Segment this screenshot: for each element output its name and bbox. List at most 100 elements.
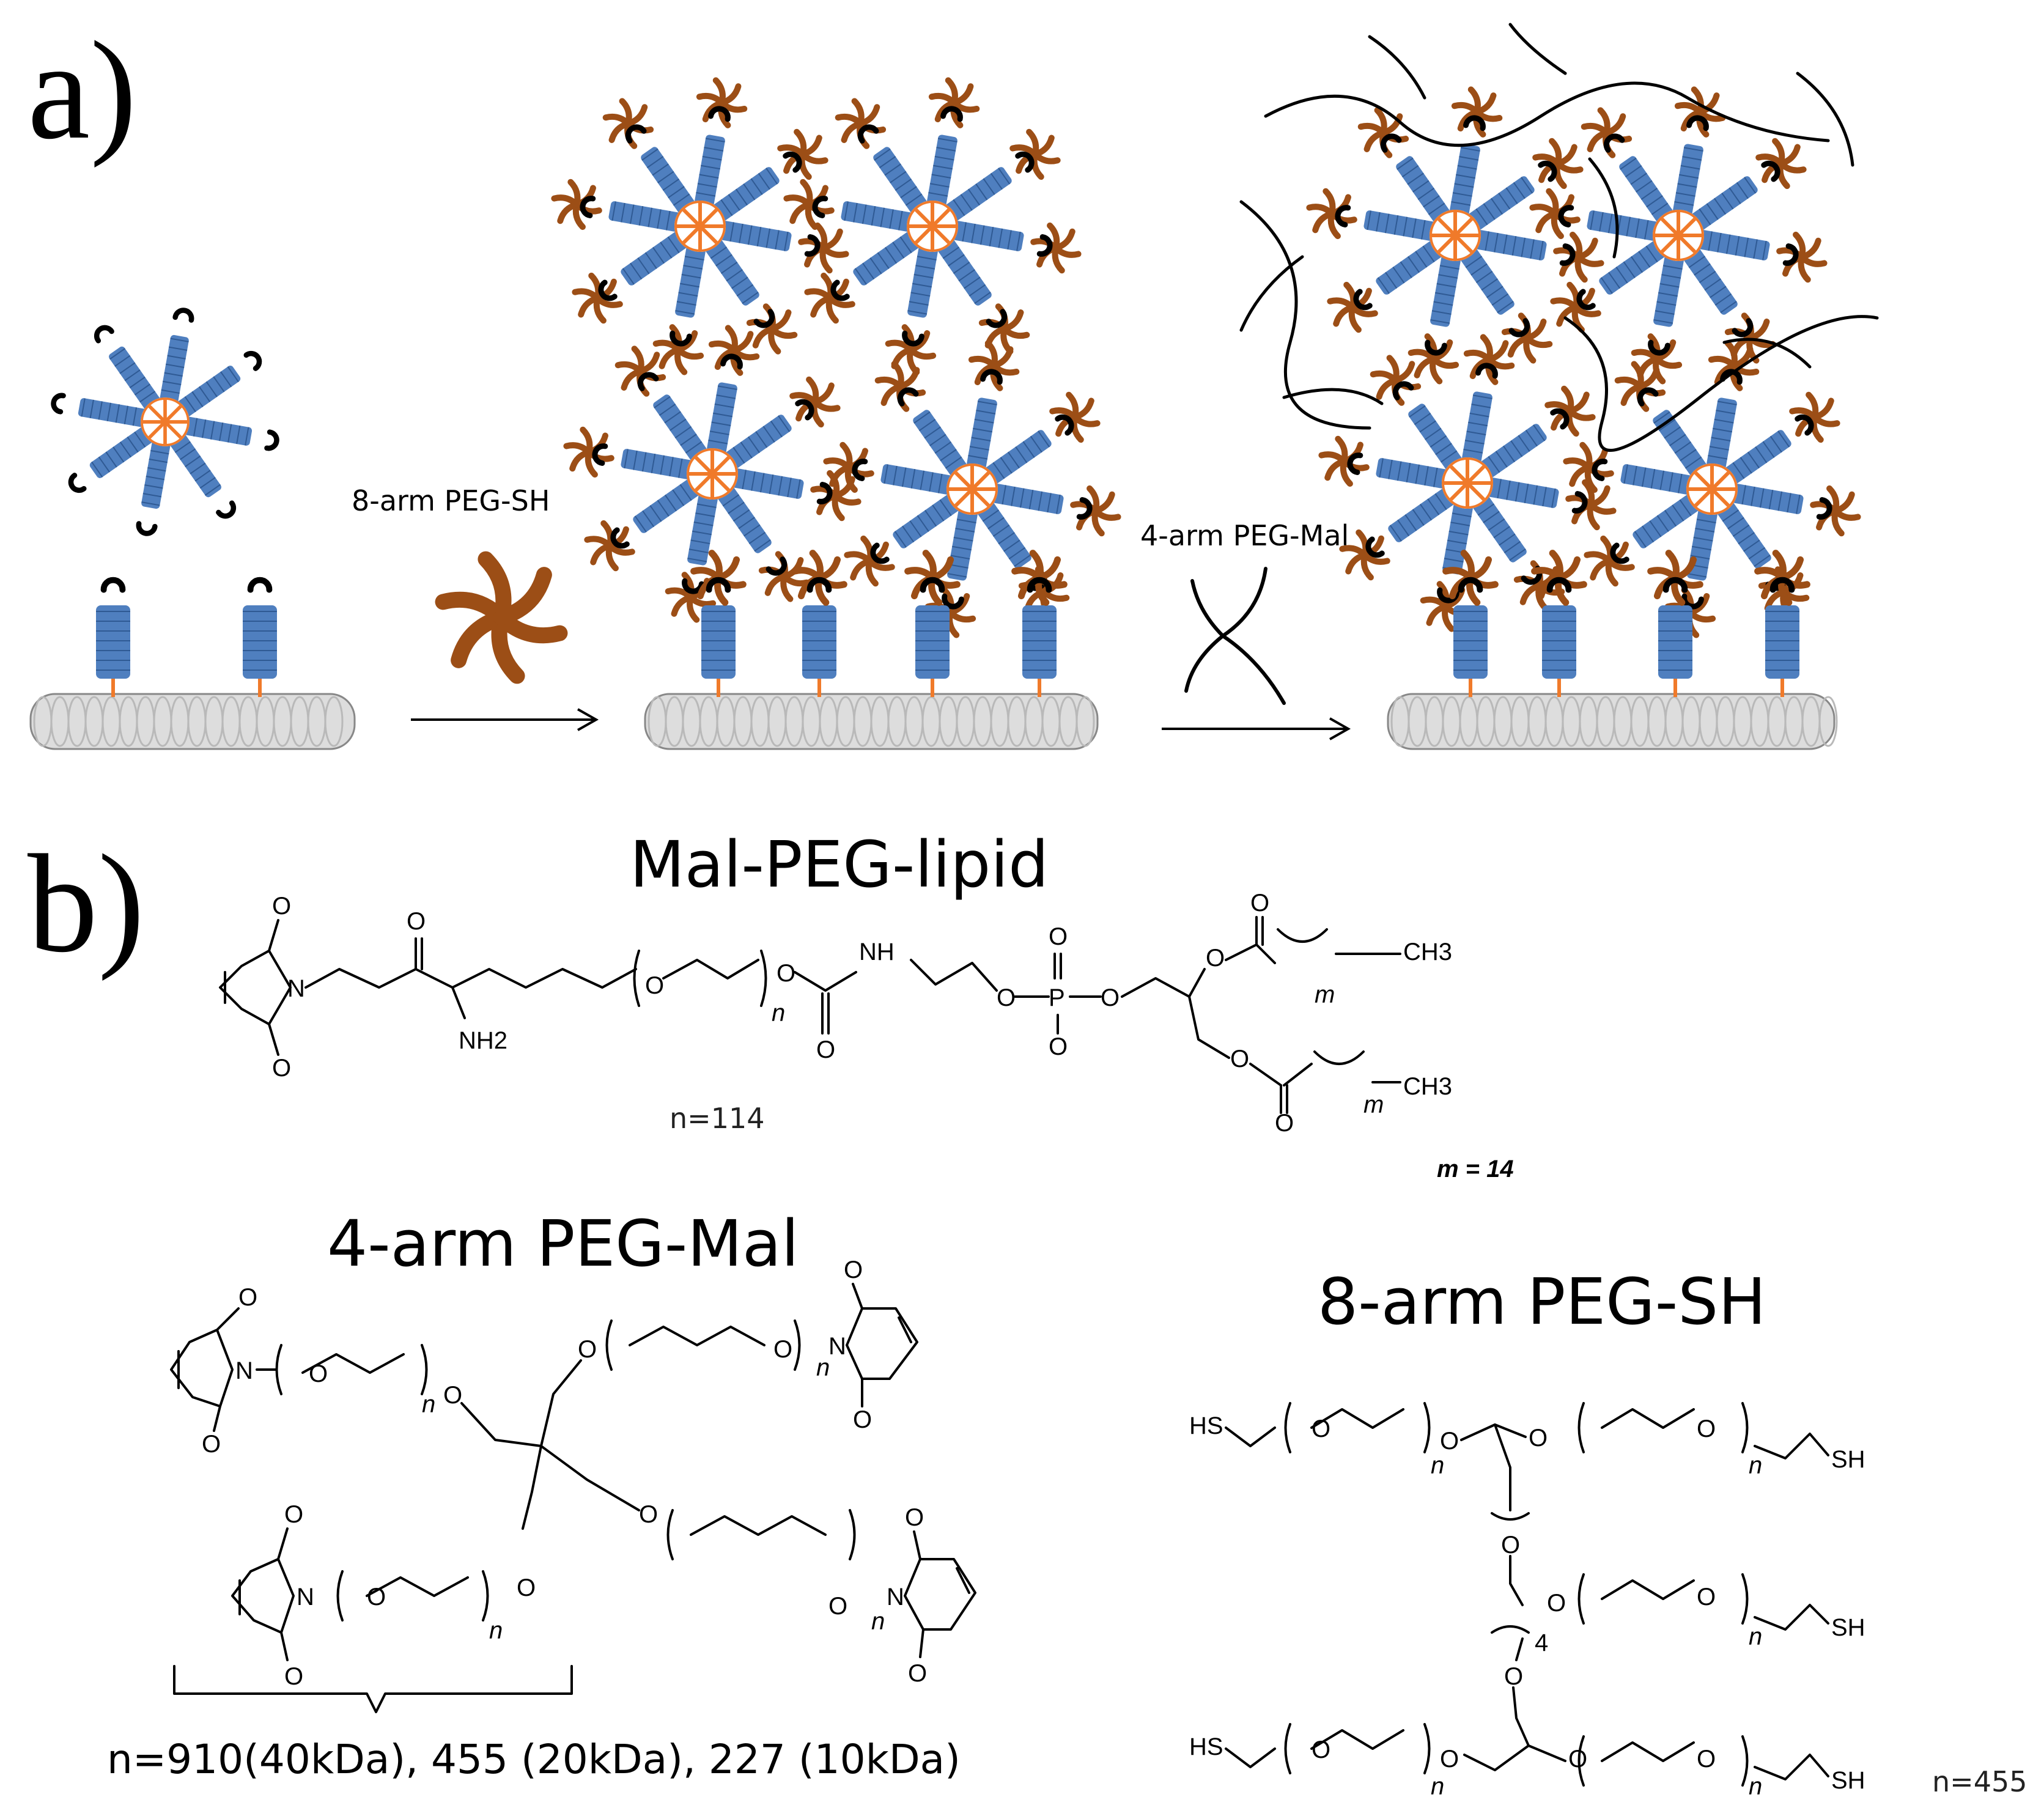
maleimide-cup	[1463, 115, 1486, 131]
peg-arm	[936, 237, 992, 306]
crosslinker-8arm	[789, 376, 841, 428]
atom-o: O	[1697, 1746, 1716, 1773]
crosslinker-8arm	[572, 272, 623, 324]
maleimide-cup	[1353, 289, 1373, 311]
atom-o-minus: O	[1049, 1033, 1068, 1060]
maleimide-cup	[216, 500, 237, 519]
peg-lipid-anchor	[1531, 550, 1587, 697]
crosslinker-8arm	[1544, 385, 1596, 437]
peg-arm	[1653, 252, 1684, 327]
maleimide-cup	[902, 330, 924, 347]
maleimide-cup	[94, 325, 114, 344]
peg-lipid-anchor	[1442, 550, 1499, 697]
maleimide-cup	[1475, 363, 1498, 379]
crosslinker-8arm	[1810, 485, 1861, 537]
maleimide-cup	[1392, 381, 1414, 400]
peg-arm	[653, 394, 709, 463]
atom-o: O	[238, 1284, 257, 1311]
peg-arm	[1484, 477, 1559, 508]
crosslinker-8arm	[1563, 441, 1614, 493]
peg-lipid-anchor	[690, 550, 747, 697]
peg-arm	[907, 243, 939, 318]
peg-arm	[1376, 458, 1451, 489]
atom-o: O	[1697, 1584, 1716, 1611]
atom-o: O	[853, 1406, 872, 1433]
subscript-m: m	[1315, 981, 1335, 1008]
m-value-label: m = 14	[1437, 1156, 1514, 1183]
atom-ch3: CH3	[1403, 1073, 1452, 1100]
n-value-label: n=114	[670, 1102, 765, 1135]
crosslinker-8arm	[708, 325, 760, 376]
maleimide-cup	[610, 527, 630, 549]
subscript-n: n	[871, 1608, 885, 1635]
maleimide-cup	[1559, 243, 1576, 266]
atom-n: N	[235, 1357, 253, 1384]
subscript-n: n	[1749, 1773, 1762, 1800]
crosslinker-8arm	[928, 77, 980, 128]
subscript-n: n	[1749, 1452, 1762, 1479]
panel-a: a) 8-arm PEG-SH 4-arm PEG-Mal	[28, 12, 1879, 750]
atom-o: O	[272, 1055, 291, 1082]
peg-arm	[1471, 493, 1527, 563]
atom-o: O	[777, 960, 795, 987]
crosslinker-8arm	[968, 340, 1020, 391]
peg-arm	[1363, 210, 1439, 242]
maleimide-cup	[1592, 459, 1608, 481]
atom-nh: NH	[859, 939, 895, 965]
maleimide-cup	[1686, 115, 1709, 131]
maleimide-cup	[1571, 491, 1588, 514]
atom-ch3: CH3	[1403, 939, 1452, 965]
maleimide-cup	[592, 443, 608, 466]
subscript-n: n	[489, 1617, 503, 1644]
eight-arm-title: 8-arm PEG-SH	[1318, 1264, 1766, 1339]
crosslinker-8arm	[810, 470, 862, 522]
maleimide-cup	[920, 577, 945, 593]
maleimide-cup	[897, 387, 919, 407]
peg-arm	[608, 201, 684, 232]
subscript-n: n	[1431, 1773, 1444, 1800]
maleimide-cup	[1365, 536, 1385, 558]
crosslinker-8arm	[1408, 333, 1459, 385]
crosslinker-8arm	[783, 179, 835, 231]
crosslinker-8arm	[1553, 231, 1604, 283]
maleimide-cup	[1380, 133, 1402, 153]
maleimide-cup	[1508, 318, 1530, 338]
reagent-8arm-label: 8-arm PEG-SH	[352, 484, 550, 517]
maleimide-cup	[1546, 577, 1572, 593]
atom-p: P	[1049, 984, 1065, 1011]
atom-o: O	[1440, 1746, 1459, 1773]
peg-arm	[1472, 229, 1547, 260]
peg-arm	[1619, 156, 1675, 225]
maleimide-cup	[247, 577, 273, 593]
polymer-micelle	[51, 308, 279, 536]
maleimide-cup	[1610, 542, 1629, 564]
crosslinker-8arm	[1550, 281, 1601, 333]
peg-arm	[159, 334, 189, 406]
atom-o: O	[639, 1501, 658, 1528]
panel-a-label: a)	[28, 12, 137, 168]
peg-arm	[943, 167, 1012, 223]
maleimide-cup	[1761, 160, 1780, 182]
maleimide-cup	[1769, 577, 1795, 593]
atom-o: O	[1250, 890, 1269, 917]
panel-b: b) Mal-PEG-lipid O O N O NH2 O n O O	[28, 825, 2027, 1800]
atom-o: O	[645, 972, 664, 999]
reagent-4arm-label: 4-arm PEG-Mal	[1140, 519, 1349, 552]
atom-o: O	[1697, 1415, 1716, 1442]
atom-n: N	[287, 975, 305, 1002]
crosslinker-8arm	[1009, 128, 1061, 180]
peg-arm	[1706, 397, 1737, 473]
peg-arm	[926, 135, 957, 210]
peg-arm	[949, 220, 1024, 251]
atom-o: O	[816, 1036, 835, 1063]
atom-o: O	[443, 1382, 462, 1409]
peg-arm	[716, 484, 772, 553]
peg-arm	[621, 449, 696, 480]
peg-crosslink-strand	[1563, 315, 1879, 452]
maleimide-cup	[1335, 205, 1351, 227]
atom-o: O	[1501, 1532, 1520, 1559]
mal-peg-lipid-title: Mal-PEG-lipid	[630, 827, 1049, 902]
maleimide-cup	[1603, 133, 1625, 153]
atom-o: O	[272, 893, 291, 920]
subscript-n: n	[772, 1000, 785, 1027]
